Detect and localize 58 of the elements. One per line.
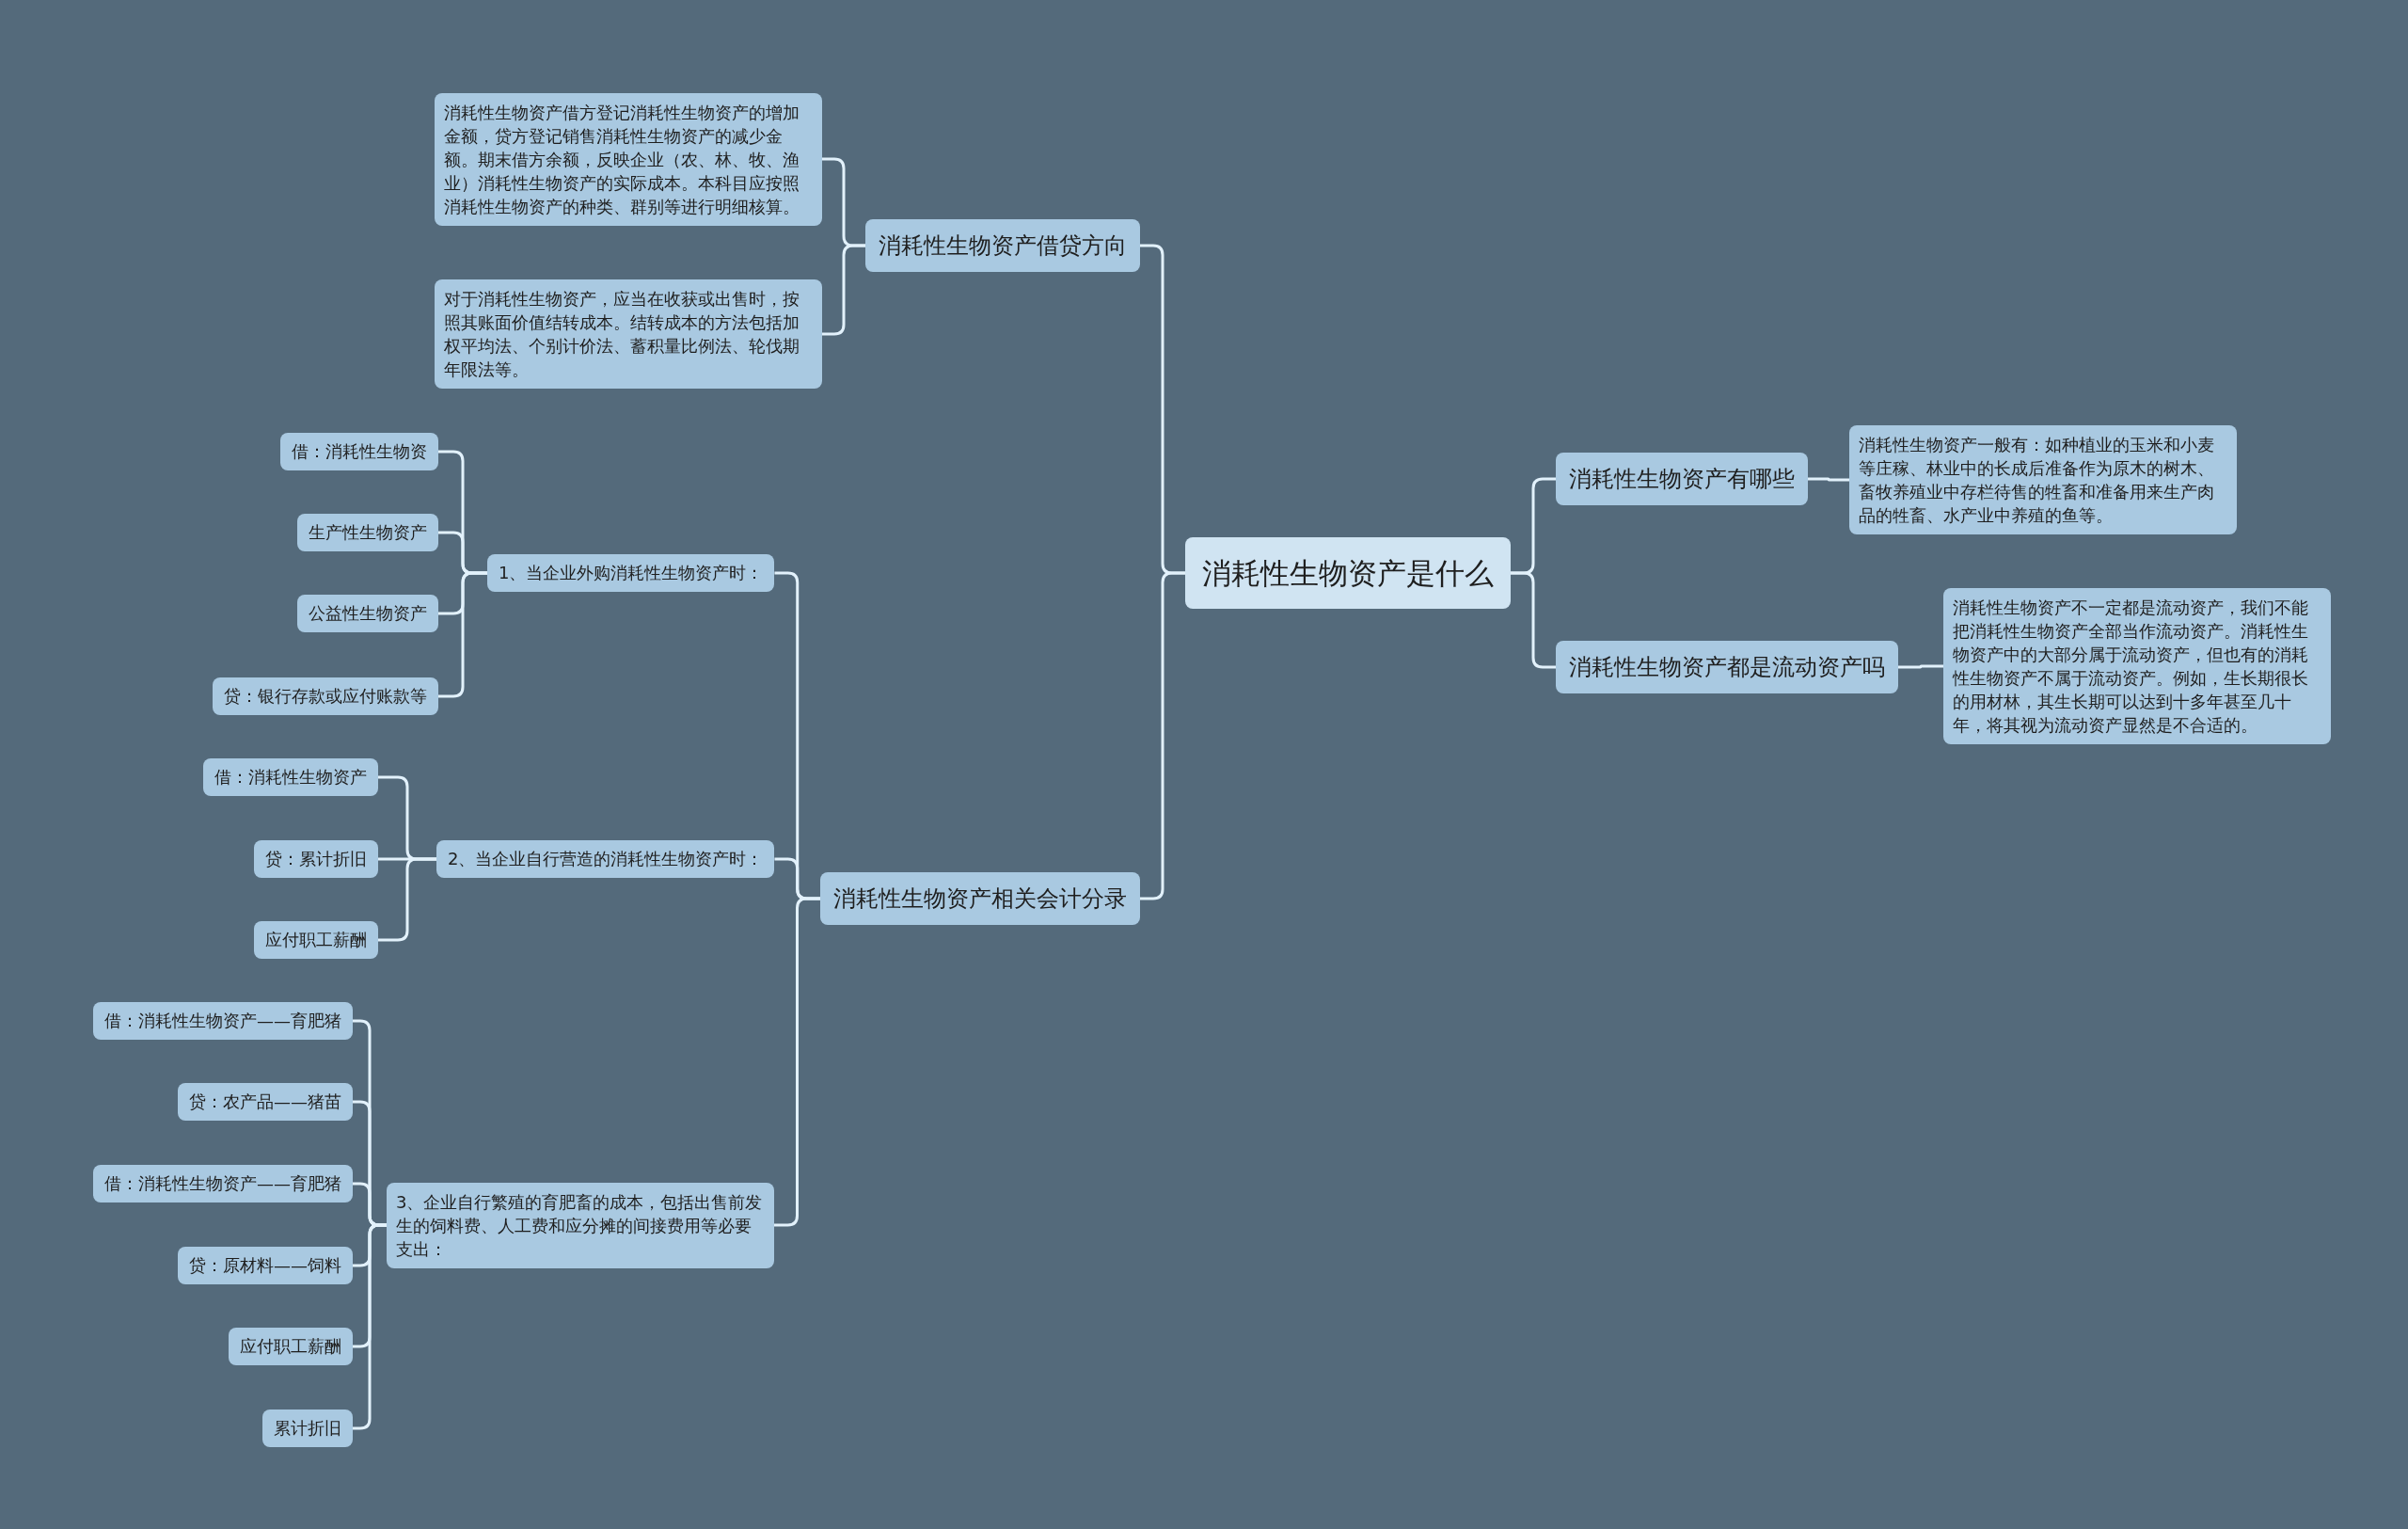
node-text: 借：消耗性生物资产 [214, 767, 367, 788]
node-text: 消耗性生物资产不一定都是流动资产，我们不能把消耗性生物资产全部当作流动资产。消耗性生物资产中的大部分属于流动资产，但也有的消耗性生物资产不属于流动资产。例如，生长期很长的用材林，其生长期可以达到十多年甚至几十年，将其视为流动资产显然是不合适的。 [1953, 597, 2309, 737]
subtopic-box [297, 595, 438, 632]
node-text: 1、当企业外购消耗性生物资产时： [499, 563, 764, 583]
node-text: 生产性生物资产 [309, 522, 427, 543]
subtopic-box [178, 1083, 353, 1121]
subtopic-box [93, 1002, 353, 1040]
node-text: 借：消耗性生物资产——育肥猪 [104, 1011, 341, 1031]
subtopic-box [487, 554, 775, 592]
subtopic-box [436, 840, 775, 878]
connector-line [822, 244, 865, 336]
subtopic-box [280, 433, 438, 470]
subtopic-box [262, 1410, 353, 1447]
node-text: 消耗性生物资产相关会计分录 [833, 885, 1127, 912]
subtopic-box [93, 1165, 353, 1202]
node-text: 消耗性生物资产借贷方向 [879, 232, 1127, 259]
connector-line [1140, 571, 1185, 900]
topic-box [1556, 453, 1808, 505]
subtopic-box [297, 514, 438, 551]
node-text: 消耗性生物资产借方登记消耗性生物资产的增加金额，贷方登记销售消耗性生物资产的减少金额。期末借方余额，反映企业（农、林、牧、渔业）消耗性生物资产的实际成本。本科目应按照消耗性生物资产的种类、群别等进行明细核算。 [444, 101, 800, 218]
note-box [1943, 588, 2331, 744]
topic-box [865, 219, 1140, 272]
note-box [1849, 425, 2237, 534]
subtopic-box [203, 758, 378, 796]
note-box [387, 1182, 774, 1268]
node-text: 应付职工薪酬 [240, 1336, 341, 1357]
subtopic-box [213, 677, 438, 715]
node-text: 消耗性生物资产是什么 [1202, 556, 1494, 590]
node-text: 累计折旧 [274, 1418, 341, 1439]
topic-box [820, 872, 1140, 925]
node-text: 贷：银行存款或应付账款等 [224, 686, 427, 707]
connector-line [1898, 664, 1943, 669]
node-text: 消耗性生物资产有哪些 [1569, 466, 1795, 492]
node-text: 消耗性生物资产一般有：如种植业的玉米和小麦等庄稼、林业中的长成后准备作为原木的树木、畜牧养殖业中存栏待售的牲畜和准备用来生产肉品的牲畜、水产业中养殖的鱼等。 [1859, 434, 2215, 527]
node-text: 应付职工薪酬 [265, 930, 367, 950]
connector-line [438, 571, 487, 698]
central-topic-box [1185, 537, 1511, 609]
node-text: 借：消耗性生物资产——育肥猪 [104, 1173, 341, 1194]
subtopic-box [178, 1247, 353, 1284]
subtopic-box [254, 840, 378, 878]
node-text: 消耗性生物资产都是流动资产吗 [1569, 654, 1885, 680]
connector-line [1808, 477, 1849, 482]
node-text: 贷：农产品——猪苗 [189, 1091, 341, 1112]
connector-line [774, 897, 820, 1227]
subtopic-box [229, 1328, 353, 1365]
node-text: 2、当企业自行营造的消耗性生物资产时： [448, 849, 764, 869]
node-text: 公益性生物资产 [309, 603, 427, 624]
node-text: 对于消耗性生物资产，应当在收获或出售时，按照其账面价值结转成本。结转成本的方法包括加权平均法、个别计价法、蓄积量比例法、轮伐期年限法等。 [444, 288, 800, 381]
node-text: 借：消耗性生物资 [292, 441, 427, 462]
connector-line [353, 1223, 387, 1430]
node-text: 3、企业自行繁殖的育肥畜的成本，包括出售前发生的饲料费、人工费和应分摊的间接费用等必要支出： [396, 1190, 764, 1261]
note-box [435, 92, 822, 226]
note-box [435, 279, 822, 389]
topic-box [1556, 641, 1898, 693]
node-text: 贷：累计折旧 [265, 849, 367, 869]
connector-line [1511, 571, 1556, 669]
subtopic-box [254, 921, 378, 959]
node-text: 贷：原材料——饲料 [189, 1255, 341, 1276]
